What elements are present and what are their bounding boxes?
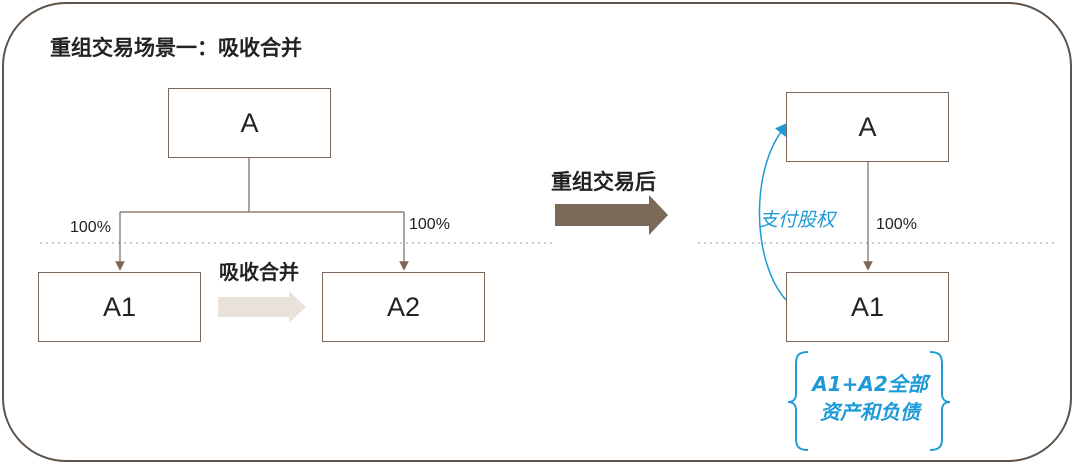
after-transaction-label: 重组交易后 [551,170,656,194]
after-transaction-arrow [555,195,668,235]
pay-equity-label: 支付股权 [759,209,836,231]
left-pct-a1: 100% [70,219,111,236]
note-line-2: 资产和负债 [820,400,920,424]
assets-liabilities-note: A1+A2全部 资产和负债 [808,370,932,426]
left-pct-a2: 100% [409,216,450,233]
note-brace-left [787,351,809,451]
left-box-a: A [168,88,331,158]
right-box-a: A [786,92,949,162]
right-box-a1: A1 [786,272,949,342]
merge-arrow [218,291,306,323]
note-brace-right [929,351,951,451]
note-line-1: A1+A2全部 [812,372,928,396]
left-box-a2: A2 [322,272,485,342]
merge-label: 吸收合并 [219,260,299,284]
right-pct: 100% [876,216,917,233]
page-title: 重组交易场景一：吸收合并 [50,36,302,60]
pay-equity-curve-arrow [758,122,789,301]
outer-frame [2,2,1072,462]
left-box-a1: A1 [38,272,201,342]
